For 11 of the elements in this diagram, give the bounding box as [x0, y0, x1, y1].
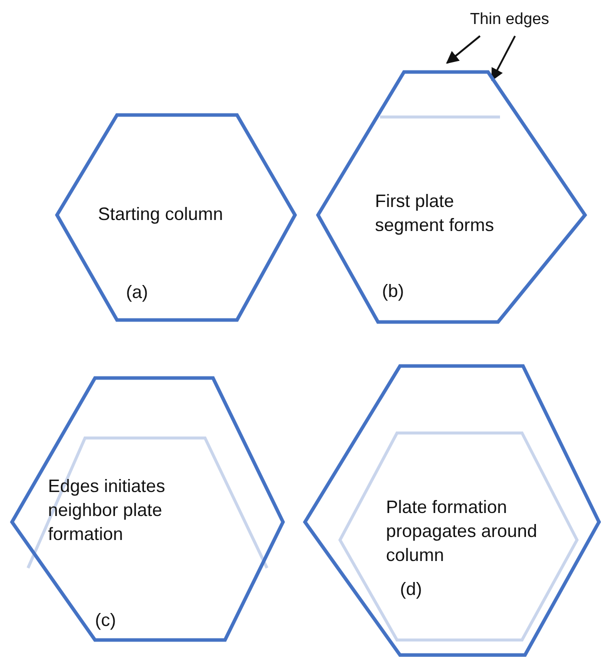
node-text: Plate formation propagates around column — [386, 496, 538, 567]
annotation-text: Thin edges — [470, 10, 550, 30]
panel-label: (d) — [400, 578, 422, 600]
panel-label: (c) — [95, 609, 116, 631]
panel-label: (b) — [382, 280, 404, 302]
panel-label: (a) — [126, 281, 148, 303]
node-text: Edges initiates neighbor plate formation — [48, 475, 166, 546]
leader-arrow — [446, 35, 481, 64]
node-text: First plate segment forms — [375, 190, 496, 237]
leader-arrow — [491, 36, 516, 82]
node-text: Starting column — [98, 203, 224, 226]
